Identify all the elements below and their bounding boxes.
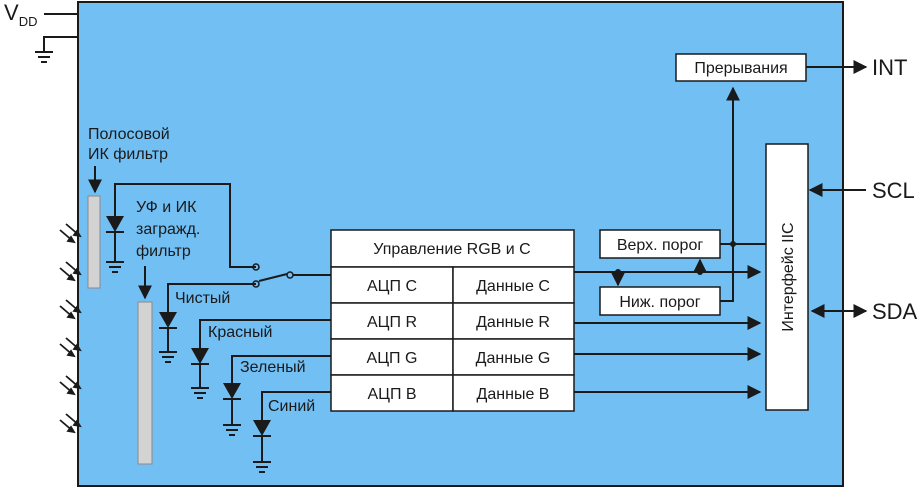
uvir-filter-label: УФ и ИК — [136, 199, 197, 216]
blue-photodiode-icon — [253, 391, 331, 473]
interrupts-label: Прерывания — [694, 60, 787, 77]
clear-label: Чистый — [175, 290, 230, 307]
data-r: Данные R — [476, 314, 550, 331]
light-arrows-icon — [59, 223, 82, 434]
adc-r: АЦП R — [367, 314, 417, 331]
ir-photodiode-icon — [106, 183, 256, 273]
uvir-filter-label-2: загражд. — [136, 221, 200, 238]
upper-threshold-box — [599, 229, 721, 259]
uvir-filter-bar — [137, 301, 153, 465]
ir-filter-label: Полосовой — [88, 126, 170, 143]
scl-pin-label: SCL — [872, 178, 915, 203]
data-c: Данные C — [476, 278, 550, 295]
vdd-label: VDD — [4, 0, 37, 29]
adc-g: АЦП G — [367, 350, 418, 367]
red-photodiode-icon — [191, 319, 331, 399]
upper-threshold-label: Верх. порог — [617, 237, 704, 254]
mux-switch-icon — [252, 263, 331, 288]
rgb-block-title: Управление RGB и C — [373, 241, 530, 258]
ir-filter-bar — [87, 195, 101, 289]
iic-interface-label: Интерфейс IIC — [780, 222, 797, 331]
ir-filter-label-2: ИК фильтр — [88, 146, 168, 163]
gnd-wire — [43, 36, 78, 52]
rgb-control-block: Управление RGB и C АЦП C Данные C АЦП R … — [330, 229, 575, 412]
int-pin-label: INT — [872, 55, 907, 80]
lower-threshold-label: Ниж. порог — [619, 294, 700, 311]
red-label: Красный — [208, 324, 272, 341]
uvir-filter-label-3: фильтр — [136, 243, 191, 260]
green-photodiode-icon — [223, 355, 331, 436]
data-b: Данные B — [477, 386, 550, 403]
data-g: Данные G — [476, 350, 551, 367]
threshold-wiring — [611, 86, 766, 302]
ground-icon — [35, 51, 53, 63]
blue-label: Синий — [268, 398, 315, 415]
iic-interface-box — [765, 143, 809, 411]
clear-photodiode-icon — [159, 283, 256, 363]
adc-c: АЦП C — [367, 278, 417, 295]
green-label: Зеленый — [240, 359, 306, 376]
adc-b: АЦП B — [367, 386, 416, 403]
sda-pin-label: SDA — [872, 299, 918, 324]
